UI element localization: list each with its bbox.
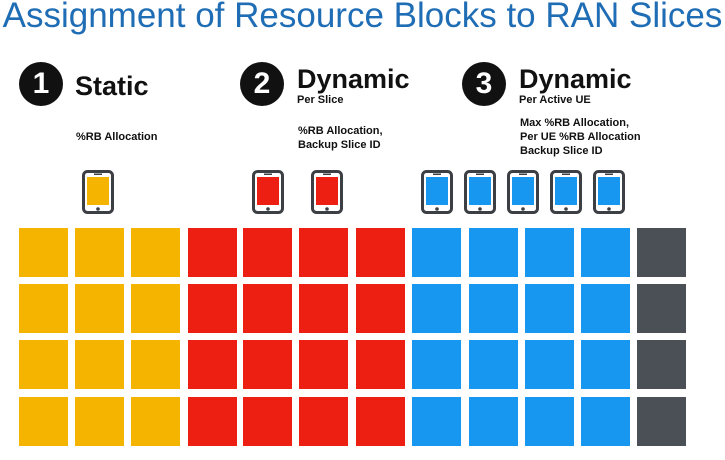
section-3-number-badge: 3: [462, 62, 506, 106]
section-2-subheading: Per Slice: [297, 94, 344, 106]
resource-block-dynamic-per-slice: [188, 284, 237, 333]
resource-block-dynamic-per-slice: [243, 228, 292, 277]
resource-block-dynamic-per-ue: [525, 340, 574, 389]
section-2-desc-line-1: %RB Allocation,: [298, 125, 383, 137]
resource-block-dynamic-per-slice: [356, 228, 405, 277]
resource-block-dynamic-per-ue: [469, 340, 518, 389]
resource-block-unallocated: [637, 340, 686, 389]
resource-block-dynamic-per-slice: [356, 340, 405, 389]
resource-block-dynamic-per-slice: [243, 284, 292, 333]
resource-block-unallocated: [637, 228, 686, 277]
resource-block-dynamic-per-ue: [412, 340, 461, 389]
resource-block-unallocated: [637, 284, 686, 333]
resource-block-dynamic-per-ue: [581, 228, 630, 277]
resource-block-static: [131, 284, 180, 333]
resource-block-dynamic-per-ue: [581, 397, 630, 446]
resource-block-dynamic-per-ue: [581, 340, 630, 389]
resource-block-dynamic-per-ue: [525, 397, 574, 446]
resource-block-dynamic-per-slice: [356, 397, 405, 446]
section-3-desc-line-1: Max %RB Allocation,: [520, 117, 629, 129]
resource-block-dynamic-per-ue: [412, 284, 461, 333]
resource-block-dynamic-per-ue: [525, 284, 574, 333]
resource-block-static: [75, 284, 124, 333]
phone-icon: [593, 170, 625, 214]
resource-block-static: [19, 284, 68, 333]
resource-block-dynamic-per-slice: [299, 340, 348, 389]
resource-block-dynamic-per-ue: [581, 284, 630, 333]
resource-block-static: [75, 340, 124, 389]
resource-block-dynamic-per-ue: [412, 228, 461, 277]
resource-block-dynamic-per-slice: [299, 228, 348, 277]
phone-icon: [507, 170, 539, 214]
section-3-subheading: Per Active UE: [519, 94, 591, 106]
resource-block-dynamic-per-ue: [412, 397, 461, 446]
resource-block-static: [131, 340, 180, 389]
resource-block-dynamic-per-slice: [188, 397, 237, 446]
section-3-heading: Dynamic: [519, 64, 632, 94]
section-2-heading: Dynamic: [297, 64, 410, 94]
resource-block-dynamic-per-ue: [469, 397, 518, 446]
resource-block-unallocated: [637, 397, 686, 446]
resource-block-dynamic-per-slice: [299, 397, 348, 446]
resource-block-static: [131, 397, 180, 446]
page-title: Assignment of Resource Blocks to RAN Sli…: [2, 0, 723, 35]
resource-block-dynamic-per-slice: [243, 340, 292, 389]
phone-icon: [252, 170, 284, 214]
section-1-heading: Static: [75, 71, 149, 101]
phone-icon: [421, 170, 453, 214]
section-3-desc-line-3: Backup Slice ID: [520, 145, 603, 157]
resource-block-static: [75, 228, 124, 277]
resource-block-static: [75, 397, 124, 446]
section-1-number-badge: 1: [19, 62, 63, 106]
section-2-desc-line-2: Backup Slice ID: [298, 139, 381, 151]
resource-block-dynamic-per-slice: [299, 284, 348, 333]
resource-block-static: [131, 228, 180, 277]
resource-block-static: [19, 397, 68, 446]
section-3-desc-line-2: Per UE %RB Allocation: [520, 131, 641, 143]
resource-block-dynamic-per-slice: [356, 284, 405, 333]
resource-block-dynamic-per-ue: [469, 228, 518, 277]
resource-block-dynamic-per-slice: [188, 228, 237, 277]
resource-block-dynamic-per-slice: [243, 397, 292, 446]
resource-block-static: [19, 228, 68, 277]
resource-block-dynamic-per-slice: [188, 340, 237, 389]
resource-block-dynamic-per-ue: [525, 228, 574, 277]
phone-icon: [550, 170, 582, 214]
phone-icon: [311, 170, 343, 214]
phone-icon: [82, 170, 114, 214]
phone-icon: [464, 170, 496, 214]
section-2-number-badge: 2: [240, 62, 284, 106]
resource-block-dynamic-per-ue: [469, 284, 518, 333]
resource-block-static: [19, 340, 68, 389]
section-1-desc-line-1: %RB Allocation: [76, 131, 158, 143]
